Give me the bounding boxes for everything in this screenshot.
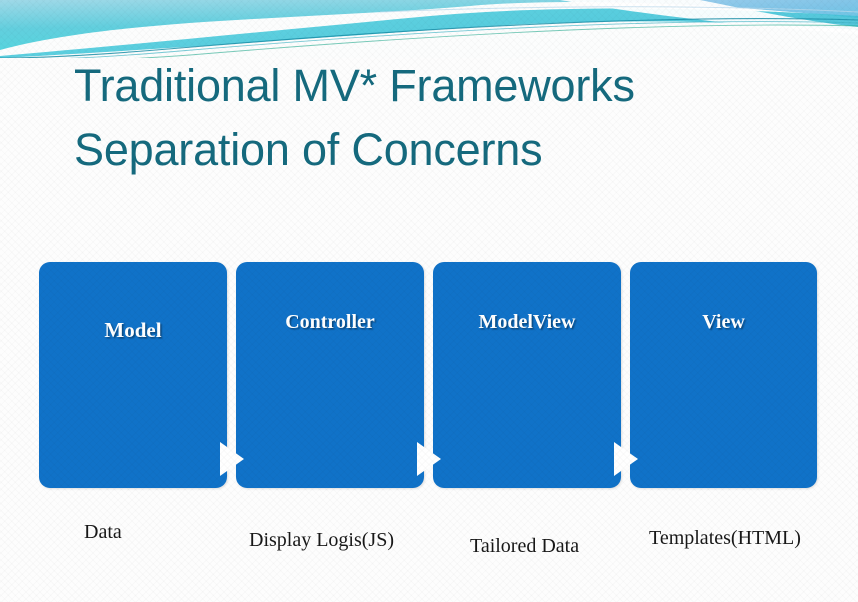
process-step-label: ModelView (478, 311, 576, 333)
process-step-label: View (702, 311, 745, 333)
process-caption-templates: Templates(HTML) (649, 527, 801, 549)
title-line-1: Traditional MV* Frameworks (74, 60, 635, 111)
arrow-right-icon (614, 442, 638, 476)
theme-header-swoosh (0, 0, 858, 58)
arrow-right-icon (220, 442, 244, 476)
process-step-label: Model (104, 318, 162, 342)
process-step-model[interactable]: Model (39, 262, 227, 488)
process-step-view[interactable]: View (630, 262, 817, 488)
process-diagram: Model Controller ModelView View (39, 262, 817, 488)
process-caption-data: Data (84, 521, 122, 543)
process-caption-tailored-data: Tailored Data (470, 535, 580, 557)
title-line-2: Separation of Concerns (74, 124, 543, 175)
process-step-modelview[interactable]: ModelView (433, 262, 621, 488)
process-step-label: Controller (285, 311, 375, 333)
process-step-controller[interactable]: Controller (236, 262, 424, 488)
slide-title: Traditional MV* Frameworks Separation of… (74, 54, 794, 182)
arrow-right-icon (417, 442, 441, 476)
process-caption-display-logic: Display Logis(JS) (249, 529, 394, 551)
